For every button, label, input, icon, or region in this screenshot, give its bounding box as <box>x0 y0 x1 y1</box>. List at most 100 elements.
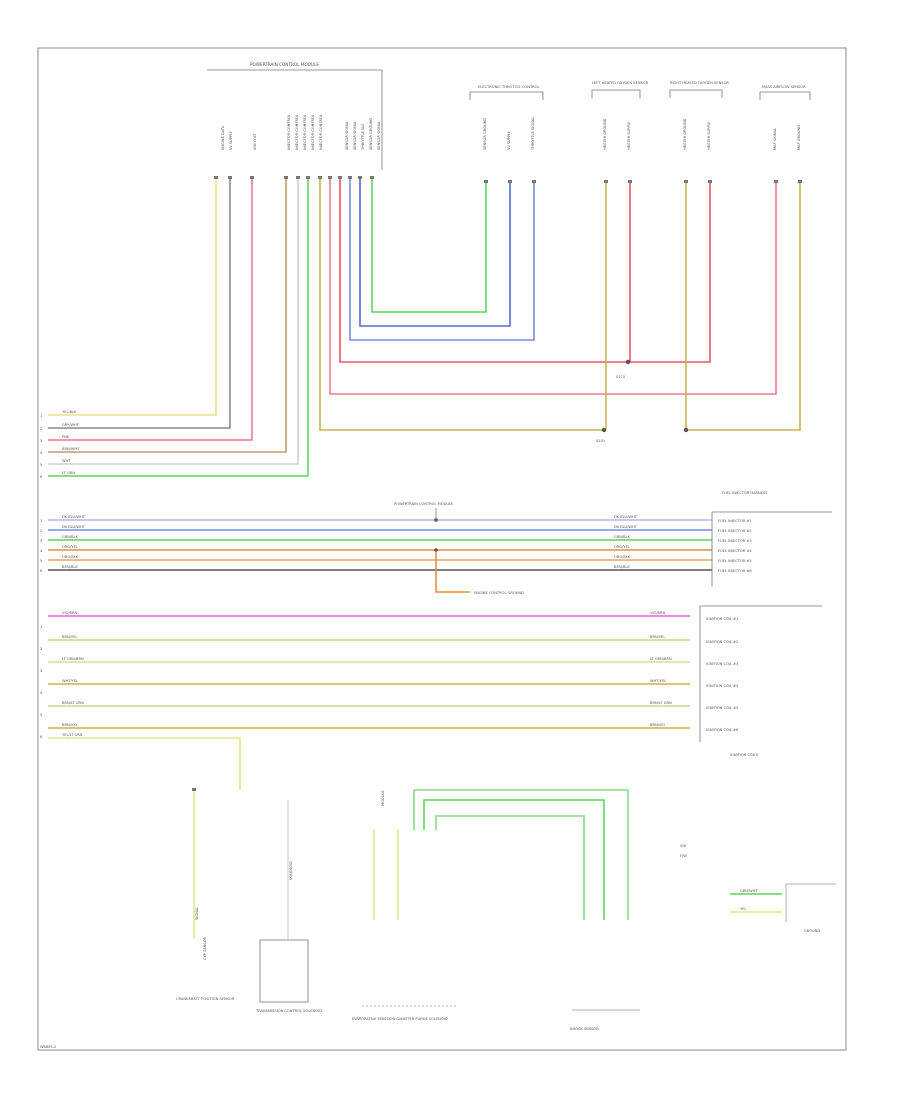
low-right-label-3: LT GRN/BRN <box>650 657 672 661</box>
mid-left-label-2: DK BLU/WHT <box>62 525 86 529</box>
svg-text:SENSOR SIGNAL: SENSOR SIGNAL <box>377 121 381 150</box>
mid-pin-5: 5 <box>40 559 42 563</box>
middle-harness: POWERTRAIN CONTROL MODULE ENGINE CONTROL… <box>40 491 832 595</box>
fuel-box-line-3: FUEL INJECTOR #3 <box>718 539 752 543</box>
low-left-label-2: BRN/YEL <box>62 635 77 639</box>
low-right-label-6: BRN/VIO <box>650 723 665 727</box>
lower-harness: 1 2 3 4 5 6 VIO/BRN BRN/YEL LT GRN/BRN W… <box>40 605 822 790</box>
low-pin-2: 2 <box>40 647 42 651</box>
mid-right-label-2: DK BLU/WHT <box>614 525 638 529</box>
svg-text:HEATER SUPPLY: HEATER SUPPLY <box>707 121 711 150</box>
mid-pin-1: 1 <box>40 519 42 523</box>
wire-green-to-c2-1 <box>371 178 487 313</box>
svg-text:THROTTLE SIGNAL: THROTTLE SIGNAL <box>531 117 535 151</box>
left-harness: 1 2 3 4 5 6 YEL/BLK GRY/WHT PNK BRN/WHT … <box>40 410 80 479</box>
connector-title-c5: MASS AIRFLOW SENSOR <box>762 85 806 89</box>
mid-ground-wire <box>435 552 470 593</box>
left-pin-1: 1 <box>40 414 42 418</box>
diagram-frame <box>37 47 847 1051</box>
legend: S/B F/W GRN/WHT YEL GROUND <box>680 844 836 933</box>
left-pin-4: 4 <box>40 451 43 455</box>
left-pin-2: 2 <box>40 427 42 431</box>
left-wire-label-6: LT GRN <box>62 471 75 475</box>
svg-text:IGN VOLT: IGN VOLT <box>253 133 257 150</box>
fuel-box-line-6: FUEL INJECTOR #6 <box>718 569 752 573</box>
low-pin-1: 1 <box>40 625 42 629</box>
low-pin-6: 6 <box>40 735 43 739</box>
wire-blue-to-c2-2 <box>359 178 511 327</box>
mid-right-label-4: ORG/YEL <box>614 545 630 549</box>
bottom-caption-b3: EVAPORATIVE EMISSION CANISTER PURGE SOLE… <box>352 1017 448 1021</box>
legend-entry-1: GRN/WHT <box>740 889 758 893</box>
svg-text:INJECTOR CONTROL: INJECTOR CONTROL <box>311 114 315 150</box>
mid-pin-2: 2 <box>40 529 42 533</box>
wire-pink-to-c5 <box>329 178 777 395</box>
low-left-label-1: VIO/BRN <box>62 611 78 615</box>
wire-red-to-s115 <box>339 178 628 363</box>
left-wire-label-1: YEL/BLK <box>62 410 77 414</box>
svg-text:CKP SENSOR: CKP SENSOR <box>203 936 207 960</box>
fuel-box-line-4: FUEL INJECTOR #4 <box>718 549 752 553</box>
low-wire-7 <box>48 737 241 790</box>
wire-yellow-1 <box>48 178 217 416</box>
top-pin-marks <box>214 176 802 183</box>
low-left-label-7: YEL/LT GRN <box>62 733 83 737</box>
coil-line-4: IGNITION COIL #4 <box>706 684 739 688</box>
svg-text:HEATER SUPPLY: HEATER SUPPLY <box>627 121 631 150</box>
svg-text:INJECTOR CONTROL: INJECTOR CONTROL <box>287 114 291 150</box>
mid-right-label-3: GRN/BLK <box>614 535 631 539</box>
mid-pin-3: 3 <box>40 539 42 543</box>
svg-text:SENSOR GROUND: SENSOR GROUND <box>369 118 373 150</box>
connector-title-c4: RIGHT HEATED OXYGEN SENSOR <box>670 81 729 85</box>
svg-text:MAF SIGNAL: MAF SIGNAL <box>773 128 777 150</box>
svg-text:HEATER GROUND: HEATER GROUND <box>683 118 687 150</box>
low-right-label-5: BRN/LT GRN <box>650 701 672 705</box>
coil-line-1: IGNITION COIL #1 <box>706 617 738 621</box>
fuel-box-line-1: FUEL INJECTOR #1 <box>718 519 752 523</box>
coil-box-caption: IGNITION COILS <box>730 753 759 757</box>
low-pin-3: 3 <box>40 669 42 673</box>
bottom-components: SIGNAL CKP SENSOR CRANKSHAFT POSITION SE… <box>176 788 640 1031</box>
ignition-coil-box: IGNITION COIL #1 IGNITION COIL #2 IGNITI… <box>699 605 822 757</box>
fuel-injector-box: FUEL INJECTOR HARNESS FUEL INJECTOR #1 F… <box>711 491 832 586</box>
wire-pink-3 <box>48 178 253 441</box>
mid-right-label-6: BRN/BLK <box>614 565 630 569</box>
low-right-label-2: BRN/YEL <box>650 635 665 639</box>
splice-s3 <box>683 427 689 433</box>
wire-white-5 <box>48 178 299 465</box>
bottom-caption-b2: TRANSMISSION CONTROL SOLENOID <box>255 1009 322 1013</box>
top-wires <box>48 178 801 477</box>
left-pin-6: 6 <box>40 475 43 479</box>
wire-tan-4 <box>48 178 287 453</box>
legend-entry-2: YEL <box>740 907 746 911</box>
svg-text:SIGNAL: SIGNAL <box>195 907 199 920</box>
fuel-box-title: FUEL INJECTOR HARNESS <box>722 491 768 495</box>
wire-olive-to-s101 <box>319 178 604 431</box>
middle-bottom-label: ENGINE CONTROL GROUND <box>474 591 524 595</box>
connector-title-c3: LEFT HEATED OXYGEN SENSOR <box>592 81 649 85</box>
svg-text:5V SUPPLY: 5V SUPPLY <box>507 130 511 150</box>
low-left-label-6: BRN/VIO <box>62 723 77 727</box>
svg-text:SOLENOID: SOLENOID <box>289 861 293 880</box>
low-left-label-5: BRN/LT GRN <box>62 701 84 705</box>
mid-left-label-3: GRN/BLK <box>62 535 79 539</box>
svg-text:THROTTLE SIG: THROTTLE SIG <box>361 124 365 151</box>
svg-text:HEATER GROUND: HEATER GROUND <box>603 118 607 150</box>
wire-green-6 <box>48 178 309 477</box>
low-left-label-3: LT GRN/BRN <box>62 657 84 661</box>
mid-pin-4: 4 <box>40 549 43 553</box>
svg-text:INJECTOR CONTROL: INJECTOR CONTROL <box>295 114 299 150</box>
top-connector-group: POWERTRAIN CONTROL MODULE ENGINE DATA 5V… <box>207 62 811 170</box>
bottom-caption-b1: CRANKSHAFT POSITION SENSOR <box>176 997 235 1001</box>
bottom-box-b2 <box>259 939 309 1003</box>
low-left-label-4: WHT/YEL <box>62 679 78 683</box>
left-pin-5: 5 <box>40 463 42 467</box>
page-label: W8805-2 <box>40 1045 56 1049</box>
wire-blue-to-c2-3 <box>349 178 535 341</box>
left-wire-label-4: BRN/WHT <box>62 447 80 451</box>
left-pin-3: 3 <box>40 439 42 443</box>
legend-row-2: F/W <box>680 854 687 858</box>
connector-title-c1: POWERTRAIN CONTROL MODULE <box>250 62 319 67</box>
splice-s1 <box>625 359 631 365</box>
svg-text:MODULE: MODULE <box>381 790 385 806</box>
